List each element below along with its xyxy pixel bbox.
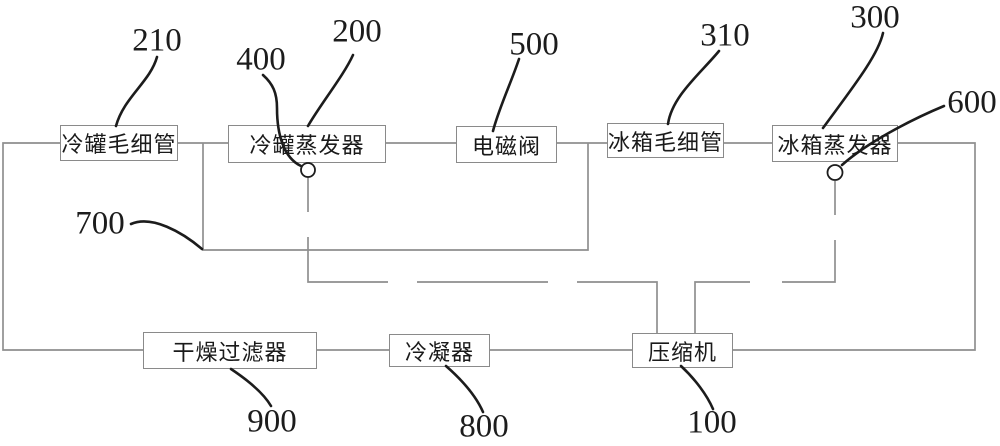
ref-label-400: 400: [236, 41, 286, 78]
leader-800: [444, 364, 485, 414]
leader-500: [491, 57, 521, 133]
left-port-circle: [300, 162, 316, 178]
ref-label-300: 300: [850, 0, 900, 36]
fridge-capillary-label: 冰箱毛细管: [608, 129, 724, 155]
leader-100: [679, 364, 715, 411]
ref-label-900: 900: [247, 403, 297, 440]
leader-210: [114, 55, 159, 128]
leader-310: [666, 49, 721, 126]
fridge-evaporator-box: 冰箱蒸发器: [772, 125, 898, 162]
leader-300: [821, 31, 885, 130]
ref-label-500: 500: [509, 26, 559, 63]
ref-label-210: 210: [132, 22, 182, 59]
cold-tank-evaporator-box: 冷罐蒸发器: [228, 125, 386, 163]
condenser-box: 冷凝器: [389, 334, 490, 367]
pipe-right-loop: [733, 142, 976, 351]
cold-tank-capillary-box: 冷罐毛细管: [60, 125, 178, 161]
ref-label-200: 200: [332, 13, 382, 50]
fridge-capillary-box: 冰箱毛细管: [607, 123, 724, 158]
compressor-box: 压缩机: [632, 333, 733, 368]
pipe-left-port-to-compressor: [307, 177, 658, 333]
compressor-label: 压缩机: [647, 339, 717, 365]
leader-900: [229, 367, 273, 408]
ref-label-600: 600: [947, 84, 997, 121]
pipe-left-loop: [2, 142, 143, 351]
cold-tank-capillary-label: 冷罐毛细管: [61, 132, 177, 157]
solenoid-valve-box: 电磁阀: [456, 126, 557, 163]
cold-tank-evaporator-label: 冷罐蒸发器: [249, 133, 365, 158]
leader-200: [306, 53, 355, 128]
right-port-circle: [826, 164, 844, 181]
solenoid-valve-label: 电磁阀: [471, 133, 541, 159]
ref-label-800: 800: [459, 408, 509, 445]
ref-label-700: 700: [75, 205, 125, 242]
fridge-evaporator-label: 冰箱蒸发器: [777, 132, 893, 158]
ref-label-310: 310: [700, 17, 750, 54]
ref-label-100: 100: [687, 404, 737, 441]
leader-700: [129, 220, 204, 251]
drying-filter-label: 干燥过滤器: [172, 339, 288, 365]
pipe-right-port-to-compressor: [694, 181, 836, 333]
drying-filter-box: 干燥过滤器: [143, 332, 317, 369]
condenser-label: 冷凝器: [404, 339, 474, 365]
